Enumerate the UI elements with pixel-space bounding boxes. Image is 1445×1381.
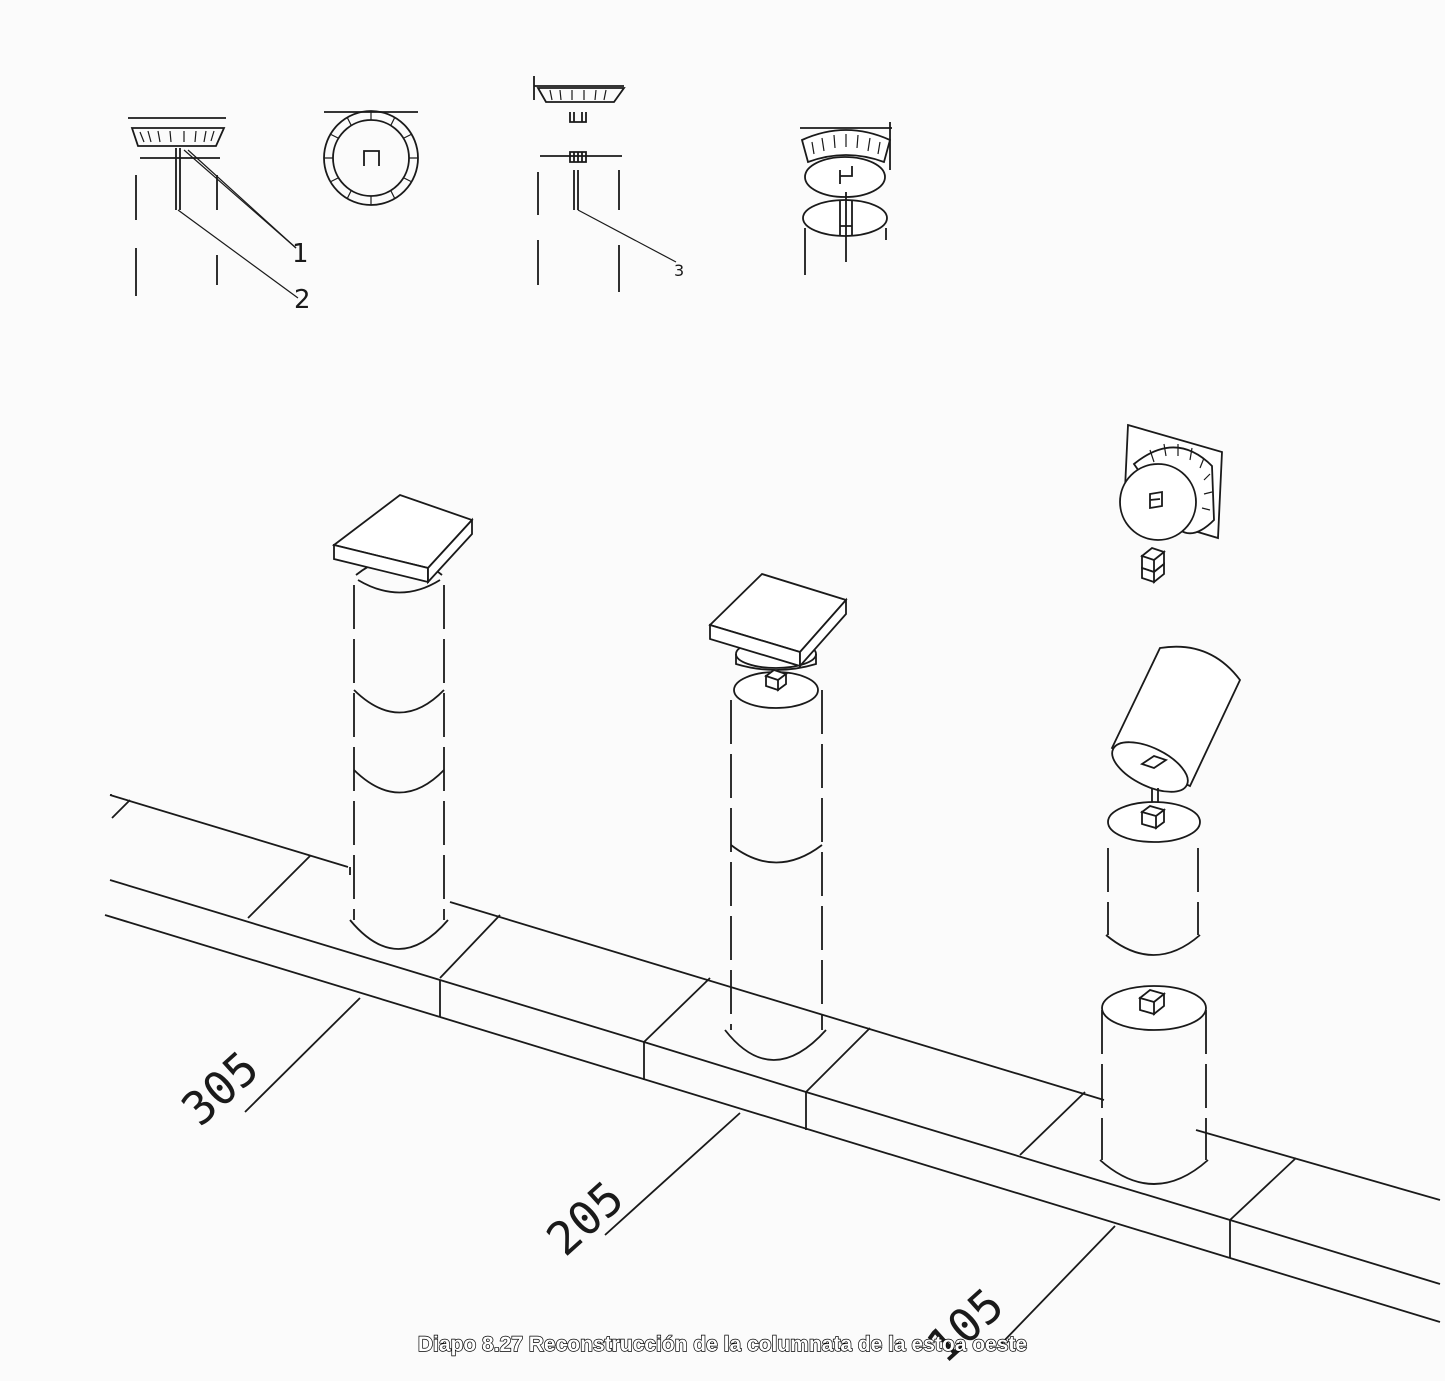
callout-label-1: 1 bbox=[292, 239, 309, 269]
detail-capital-section-3: 3 bbox=[533, 76, 684, 292]
detail-capital-exploded bbox=[800, 122, 892, 275]
dimension-label-105: 105 bbox=[916, 1277, 1014, 1373]
detail-capital-plan bbox=[323, 110, 419, 206]
stylobate bbox=[104, 794, 1441, 1323]
callout-label-3: 3 bbox=[674, 261, 684, 280]
column-exploded bbox=[1099, 423, 1242, 1185]
detail-capital-section-1: 1 2 bbox=[128, 117, 311, 315]
dimension-label-205: 205 bbox=[536, 1170, 634, 1266]
column-complete bbox=[331, 493, 474, 950]
column-partial bbox=[708, 572, 848, 1061]
callout-label-2: 2 bbox=[294, 285, 311, 315]
dimension-label-305: 305 bbox=[171, 1040, 269, 1136]
caption: Diapo 8.27 Reconstrucción de la columnat… bbox=[417, 1332, 1028, 1356]
